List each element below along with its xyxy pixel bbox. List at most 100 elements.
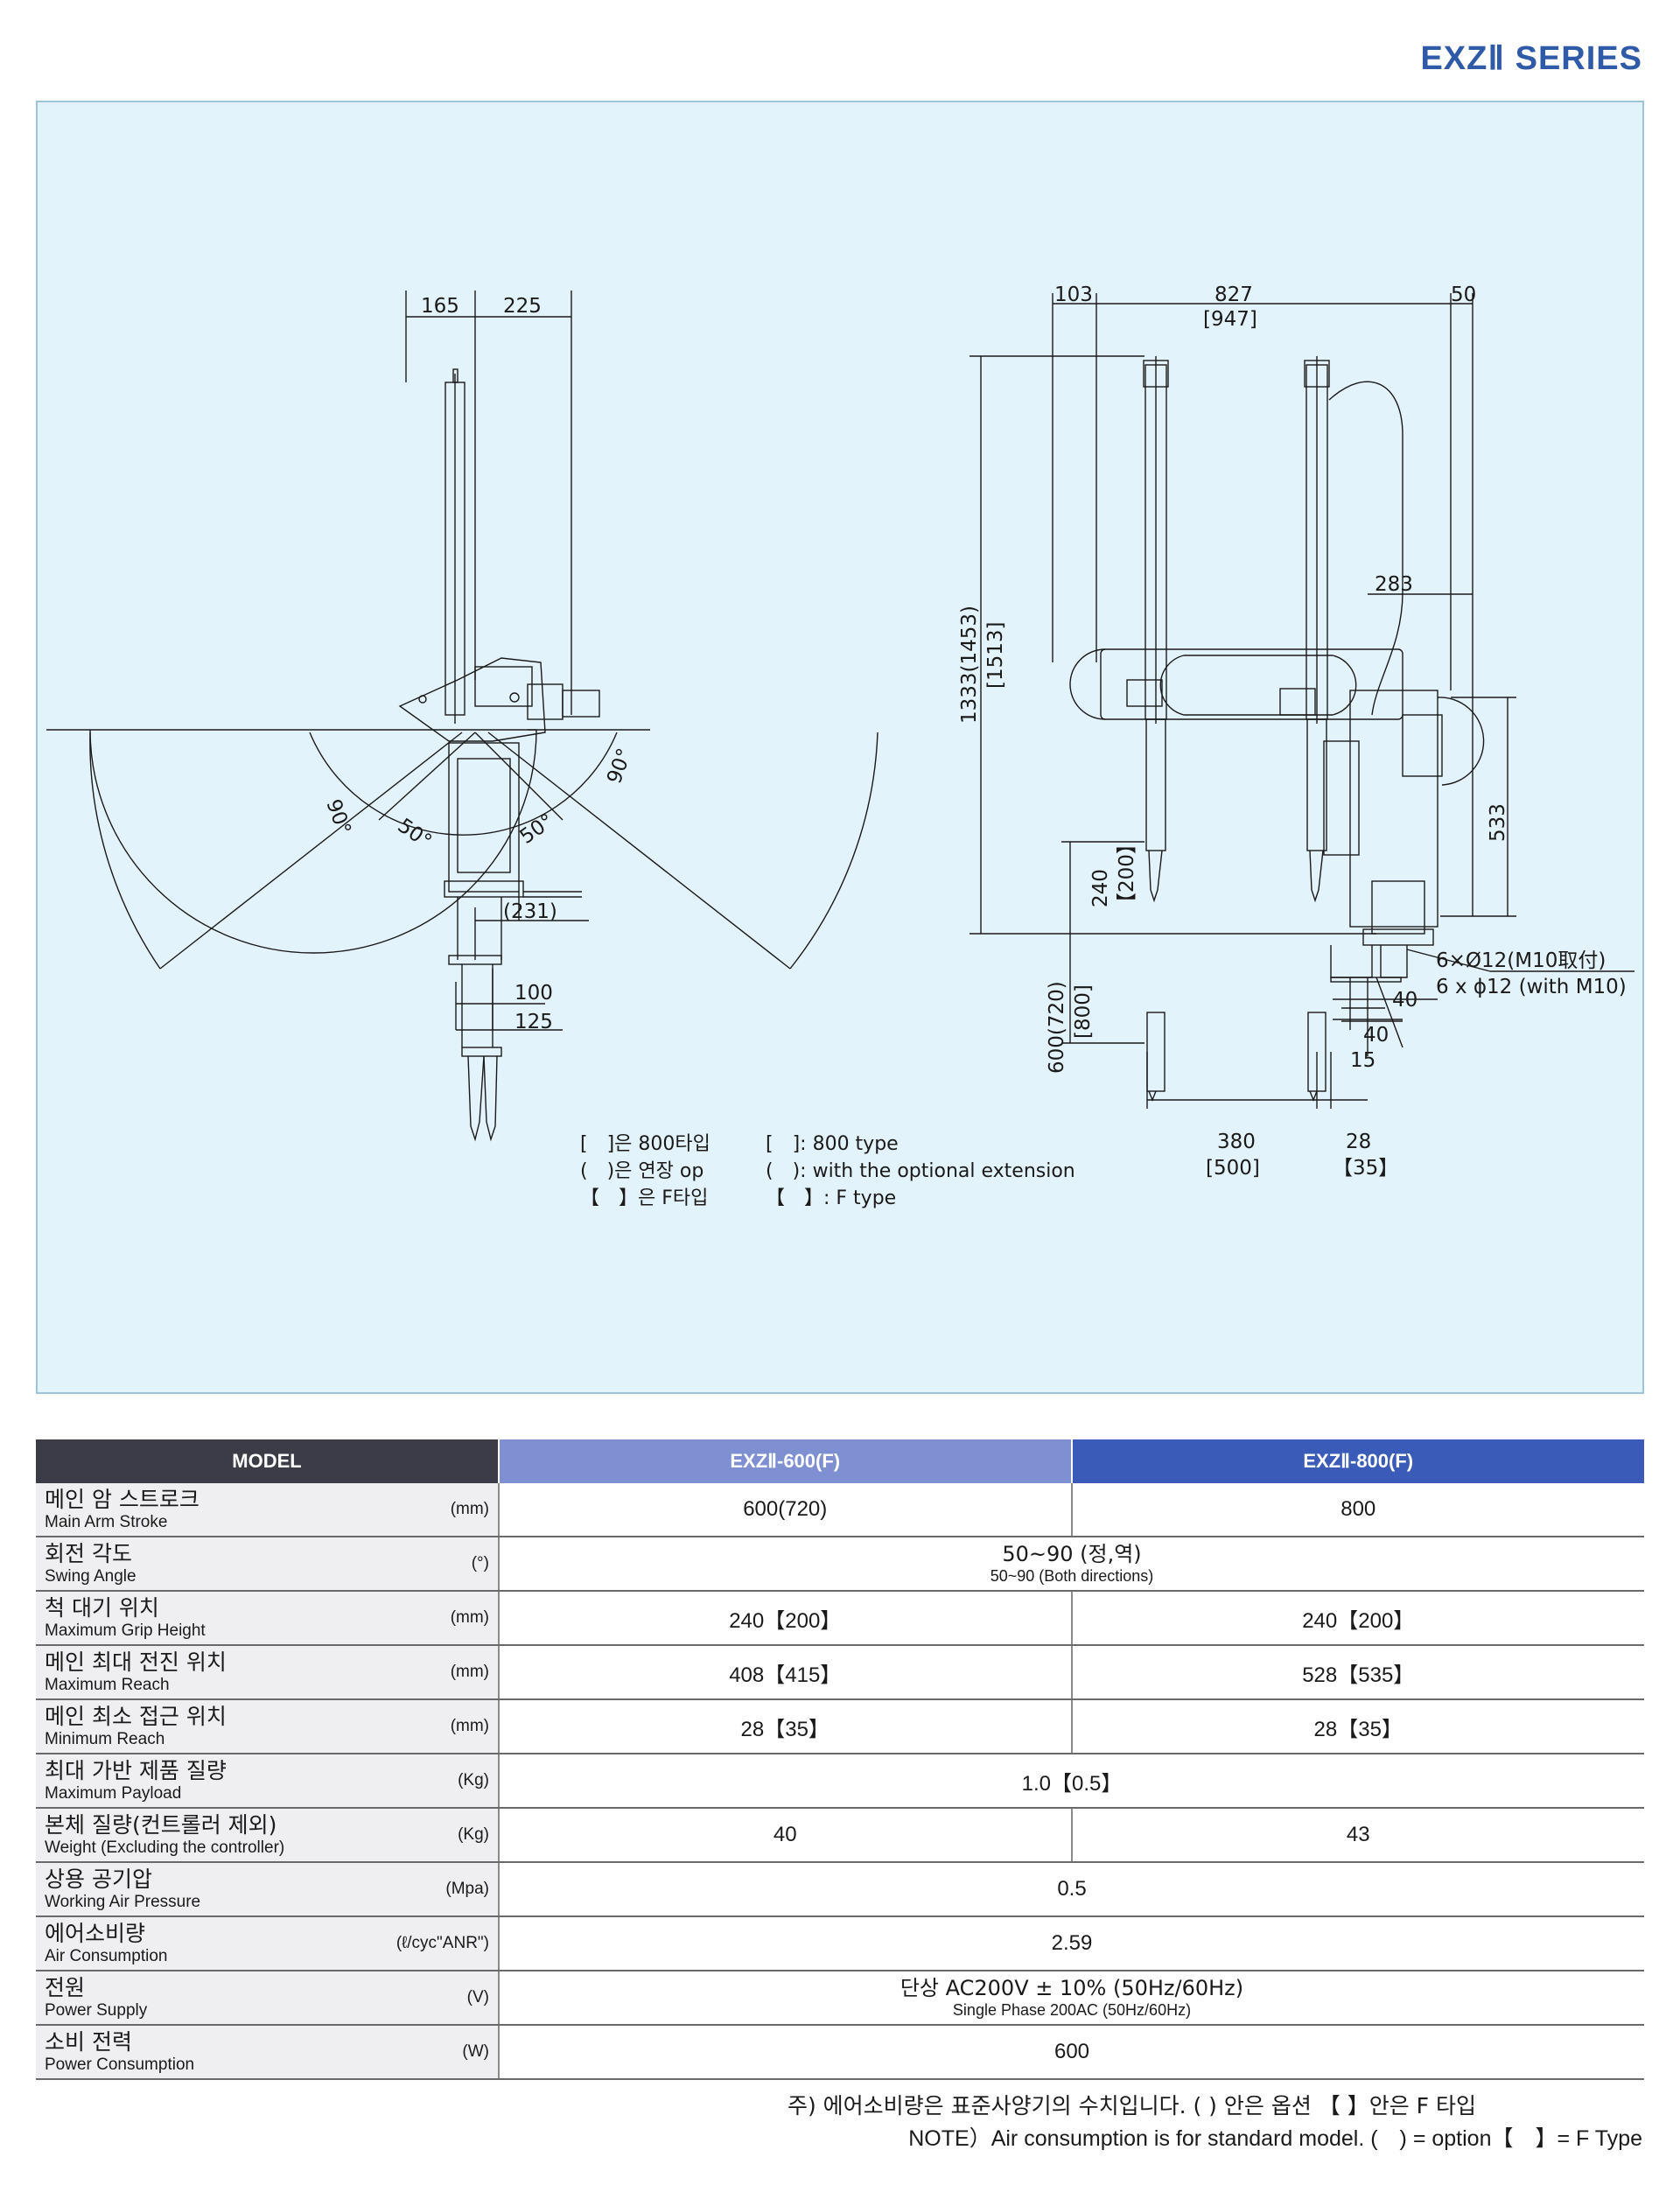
label-en: Air Consumption bbox=[45, 1947, 168, 1965]
table-row: 본체 질량(컨트롤러 제외)Weight (Excluding the cont… bbox=[36, 1808, 1644, 1863]
label-en: Maximum Payload bbox=[45, 1784, 182, 1803]
label-en: Main Arm Stroke bbox=[45, 1513, 168, 1531]
dim-103: 103 bbox=[1054, 284, 1093, 306]
dim-15: 15 bbox=[1350, 1049, 1376, 1072]
dim-125: 125 bbox=[514, 1011, 553, 1033]
label-ko: 전원 bbox=[45, 1975, 86, 2000]
label-en: Maximum Grip Height bbox=[45, 1621, 206, 1640]
side-head-body bbox=[398, 657, 546, 742]
label-en: Maximum Reach bbox=[45, 1676, 170, 1694]
value-600: 28【35】 bbox=[499, 1699, 1072, 1754]
value-sub: 50~90 (Both directions) bbox=[990, 1567, 1154, 1585]
swing-range-arc-right bbox=[789, 732, 878, 970]
label-ko: 소비 전력 bbox=[45, 2029, 132, 2055]
label-en: Swing Angle bbox=[45, 1567, 136, 1586]
value-800: 240【200】 bbox=[1070, 1591, 1644, 1646]
dim-380: 380 bbox=[1217, 1131, 1256, 1153]
label-unit: (mm) bbox=[450, 1500, 489, 1518]
swing-range-arc-left bbox=[89, 732, 161, 970]
label-ko: 회전 각도 bbox=[45, 1541, 132, 1566]
label-unit: (W) bbox=[462, 2042, 489, 2061]
header-exz800: EXZⅡ-800(F) bbox=[1070, 1439, 1644, 1483]
label-unit: (Mpa) bbox=[445, 1880, 489, 1898]
dim-200: 【200】 bbox=[1116, 834, 1138, 913]
value-600: 40 bbox=[499, 1808, 1072, 1863]
dim-40b: 40 bbox=[1363, 1024, 1389, 1047]
label-ko: 메인 암 스트로크 bbox=[45, 1487, 200, 1512]
side-base bbox=[448, 742, 520, 893]
value-all: 0.5 bbox=[499, 1862, 1644, 1917]
value-800: 43 bbox=[1070, 1808, 1644, 1863]
label-unit: (mm) bbox=[450, 1663, 489, 1681]
dim-28: 28 bbox=[1346, 1131, 1371, 1153]
label-unit: (V) bbox=[466, 1988, 489, 2006]
label-unit: (°) bbox=[471, 1554, 489, 1572]
label-ko: 본체 질량(컨트롤러 제외) bbox=[45, 1812, 277, 1838]
swing-limit-right bbox=[487, 732, 791, 970]
swing-arc-inner bbox=[309, 732, 618, 836]
swing-arc-outer-left bbox=[89, 729, 537, 954]
swing-limit-left bbox=[159, 732, 463, 970]
value-main: 단상 AC200V ± 10% (50Hz/60Hz) bbox=[900, 1976, 1244, 2000]
value-600: 408【415】 bbox=[499, 1645, 1072, 1700]
dim-50: 50 bbox=[1451, 284, 1476, 306]
value-main: 50~90 (정,역) bbox=[1002, 1542, 1142, 1566]
label-unit: (Kg) bbox=[458, 1825, 489, 1844]
angle-90-left: 90° bbox=[321, 796, 354, 837]
label-ko: 메인 최소 접근 위치 bbox=[45, 1704, 227, 1729]
label-unit: (Kg) bbox=[458, 1771, 489, 1789]
value-all: 1.0【0.5】 bbox=[499, 1754, 1644, 1809]
label-unit: (ℓ/cyc"ANR") bbox=[396, 1934, 489, 1952]
label-en: Working Air Pressure bbox=[45, 1893, 201, 1911]
dim-500: [500] bbox=[1206, 1157, 1260, 1180]
technical-drawing: 165 225 (231) 100 125 90° 90° 50° 50° 10… bbox=[46, 284, 1634, 1209]
label-ko: 메인 최대 전진 위치 bbox=[45, 1649, 227, 1675]
dim-231: (231) bbox=[503, 900, 557, 923]
dim-40a: 40 bbox=[1392, 989, 1418, 1012]
dim-1513: [1513] bbox=[984, 622, 1007, 689]
header-model: MODEL bbox=[36, 1439, 499, 1483]
mount-note-en: 6 x ϕ12 (with M10) bbox=[1436, 976, 1627, 998]
label-en: Weight (Excluding the controller) bbox=[45, 1838, 285, 1857]
value-600: 600(720) bbox=[499, 1483, 1072, 1537]
dim-225: 225 bbox=[503, 295, 542, 318]
label-unit: (mm) bbox=[450, 1717, 489, 1735]
angle-50-left: 50° bbox=[394, 815, 436, 854]
row-label: 본체 질량(컨트롤러 제외)Weight (Excluding the cont… bbox=[36, 1808, 500, 1863]
dim-283: 283 bbox=[1375, 573, 1413, 596]
label-unit: (mm) bbox=[450, 1608, 489, 1627]
label-ko: 척 대기 위치 bbox=[45, 1595, 159, 1621]
label-en: Power Supply bbox=[45, 2001, 148, 2020]
note-ko: 주) 에어소비량은 표준사양기의 수치입니다. ( ) 안은 옵션 【 】안은 … bbox=[787, 2093, 1476, 2118]
dim-600: 600(720) bbox=[1046, 981, 1068, 1074]
dim-827: 827 bbox=[1214, 284, 1253, 306]
note-en: NOTE）Air consumption is for standard mod… bbox=[908, 2126, 1642, 2151]
dim-35: 【35】 bbox=[1333, 1157, 1398, 1180]
value-800: 800 bbox=[1070, 1483, 1644, 1537]
dim-800: [800] bbox=[1072, 984, 1095, 1039]
legend-en-1: ( ): with the optional extension bbox=[766, 1160, 1075, 1182]
legend-ko-1: ( )은 연장 op bbox=[580, 1160, 704, 1182]
header-exz600: EXZⅡ-600(F) bbox=[498, 1439, 1072, 1483]
value-800: 28【35】 bbox=[1070, 1699, 1644, 1754]
dim-1333: 1333(1453) bbox=[958, 606, 981, 724]
